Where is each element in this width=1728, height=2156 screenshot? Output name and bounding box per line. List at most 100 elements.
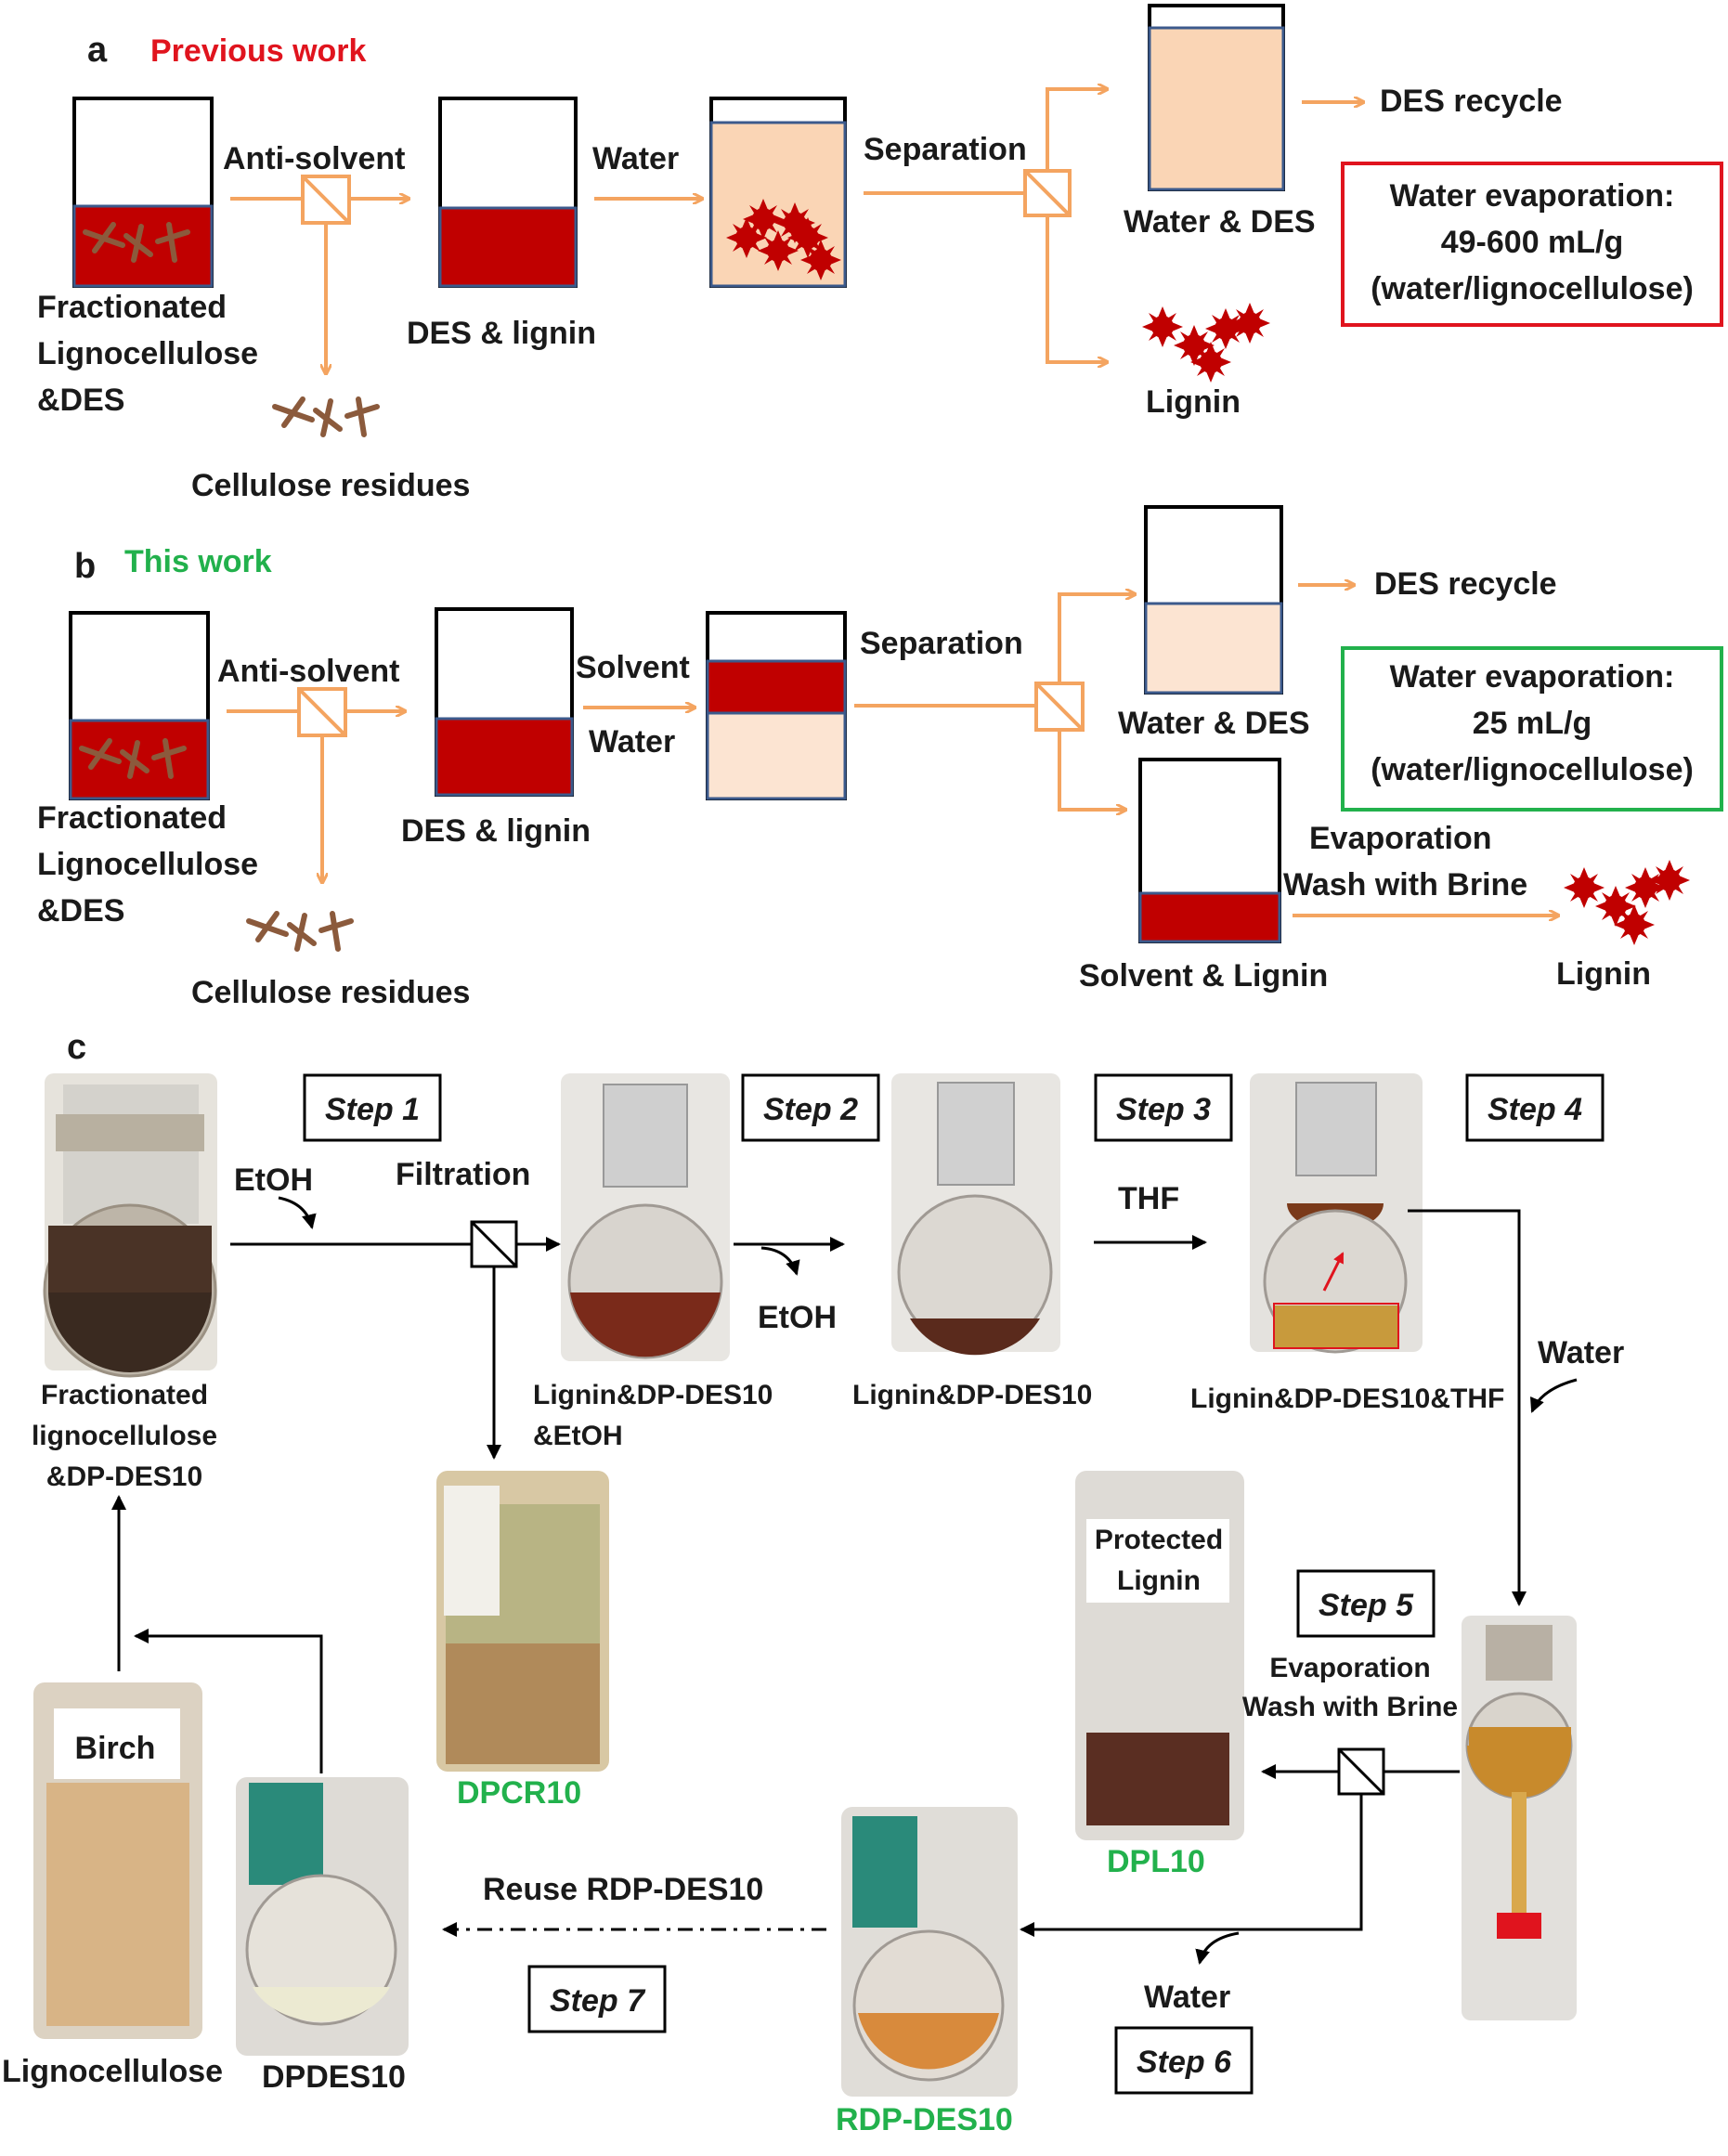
arrow-b-down: [1058, 730, 1125, 810]
arrow-b-up: [1058, 594, 1135, 683]
photo-birch: [33, 1682, 202, 2039]
photo-dpcr: [436, 1471, 609, 1772]
start-label-b-2: Lignocellulose: [37, 847, 258, 882]
lignocellulose-label: Lignocellulose: [2, 2054, 223, 2089]
etoh-in: EtOH: [234, 1162, 313, 1198]
flask2-label-1: Lignin&DP-DES10: [533, 1380, 773, 1410]
photo-dpl: [1075, 1471, 1244, 1840]
des-layer-b2: [435, 717, 574, 797]
protected-1: Protected: [1095, 1525, 1223, 1555]
dpdes-label: DPDES10: [262, 2059, 406, 2095]
evap-a-2: 49-600 mL/g: [1441, 225, 1624, 260]
photo-funnel: [1462, 1616, 1577, 2020]
start-label-a-3: &DES: [37, 383, 124, 418]
step4-box: [1465, 1073, 1605, 1142]
lignin-b-icon: [1564, 867, 1605, 908]
arrow-step4: [1408, 1209, 1527, 1606]
water-des-layer-b4: [1144, 602, 1283, 695]
evap-b-1: Water evaporation:: [1390, 659, 1675, 695]
panel-b-letter: b: [74, 547, 96, 586]
panel-b-title: This work: [124, 544, 272, 579]
thf: THF: [1118, 1181, 1179, 1216]
anti-solvent-a: Anti-solvent: [223, 141, 405, 176]
des-lignin-b: DES & lignin: [401, 813, 591, 849]
start-label-a-1: Fractionated: [37, 290, 227, 325]
filtration: Filtration: [396, 1157, 530, 1192]
step7-label: Step 7: [550, 1983, 646, 2019]
solvent-lignin-b: Solvent & Lignin: [1079, 958, 1328, 994]
evap-box-a: [1341, 162, 1723, 327]
water-des-layer-a4: [1148, 26, 1285, 191]
residues-a: Cellulose residues: [191, 468, 470, 503]
evap-a-1: Water evaporation:: [1390, 178, 1675, 214]
panel-a-title: Previous work: [150, 33, 367, 69]
reuse-label: Reuse RDP-DES10: [483, 1872, 763, 1907]
photo-flask-2: [561, 1073, 730, 1361]
start-label-b-3: &DES: [37, 893, 124, 929]
residue-fibers-b: [249, 914, 351, 949]
solvent-layer-b3: [706, 659, 847, 715]
dpcr-label: DPCR10: [457, 1775, 581, 1811]
panel-a-letter: a: [87, 31, 108, 70]
photo-flask-1: [43, 1073, 217, 1378]
protected-2: Lignin: [1117, 1565, 1201, 1596]
water-layer-b3: [706, 711, 847, 800]
separation-a: Separation: [864, 132, 1027, 167]
des-layer-a2: [438, 206, 578, 288]
wash-c: Wash with Brine: [1242, 1692, 1458, 1722]
evap-box-b: [1341, 646, 1723, 812]
step3-label: Step 3: [1116, 1092, 1211, 1127]
start-label-a-2: Lignocellulose: [37, 336, 258, 371]
water-des-a: Water & DES: [1124, 204, 1316, 240]
water-des-b: Water & DES: [1118, 706, 1310, 741]
solvent-b: Solvent: [576, 650, 690, 685]
evap-b-2: 25 mL/g: [1473, 706, 1592, 741]
wash-b: Wash with Brine: [1283, 867, 1527, 903]
step7-box: [527, 1965, 667, 2033]
step6-label: Step 6: [1137, 2045, 1232, 2080]
lignin-a: Lignin: [1146, 384, 1241, 420]
water-a: Water: [592, 141, 679, 176]
step5-label: Step 5: [1319, 1588, 1414, 1623]
etoh-out: EtOH: [758, 1300, 837, 1335]
step3-box: [1094, 1073, 1233, 1142]
step5-box: [1296, 1569, 1436, 1638]
rdp-label: RDP-DES10: [836, 2102, 1013, 2137]
evaporation-b: Evaporation: [1309, 821, 1491, 856]
evap-b-3: (water/lignocellulose): [1371, 752, 1694, 787]
flask3-label: Lignin&DP-DES10: [852, 1380, 1092, 1410]
anti-solvent-b: Anti-solvent: [217, 654, 399, 689]
flask1-label-1: Fractionated: [41, 1380, 208, 1410]
separation-b: Separation: [860, 626, 1023, 661]
panel-c-letter: c: [67, 1028, 86, 1067]
des-lignin-a: DES & lignin: [407, 316, 596, 351]
step4-label: Step 4: [1488, 1092, 1582, 1127]
photo-flask-4: [1250, 1073, 1423, 1354]
arrow-a-up: [1046, 89, 1107, 171]
flask2-label-2: &EtOH: [533, 1421, 623, 1451]
flask1-label-2: lignocellulose: [32, 1421, 217, 1451]
step1-label: Step 1: [325, 1092, 420, 1127]
step2-box: [741, 1073, 880, 1142]
des-recycle-a: DES recycle: [1380, 84, 1563, 119]
step6-box: [1114, 2026, 1254, 2095]
des-layer-b1: [69, 719, 210, 800]
photo-flask-3: [891, 1073, 1060, 1356]
arrow-return-1: [134, 1629, 323, 1773]
flask1-label-3: &DP-DES10: [46, 1461, 202, 1492]
des-recycle-b: DES recycle: [1374, 566, 1557, 602]
birch-label: Birch: [75, 1731, 156, 1766]
arrow-a-down: [1046, 215, 1107, 362]
step2-label: Step 2: [763, 1092, 858, 1127]
lignin-a-icon: [1142, 306, 1183, 347]
start-label-b-1: Fractionated: [37, 800, 227, 836]
residues-b: Cellulose residues: [191, 975, 470, 1010]
photo-dpdes: [236, 1777, 409, 2056]
water-out: Water: [1144, 1980, 1230, 2015]
evap-a-3: (water/lignocellulose): [1371, 271, 1694, 306]
water-b: Water: [589, 724, 675, 760]
flask4-label: Lignin&DP-DES10&THF: [1190, 1383, 1504, 1414]
step1-box: [303, 1073, 442, 1142]
arrow-step6: [1020, 1794, 1363, 1937]
